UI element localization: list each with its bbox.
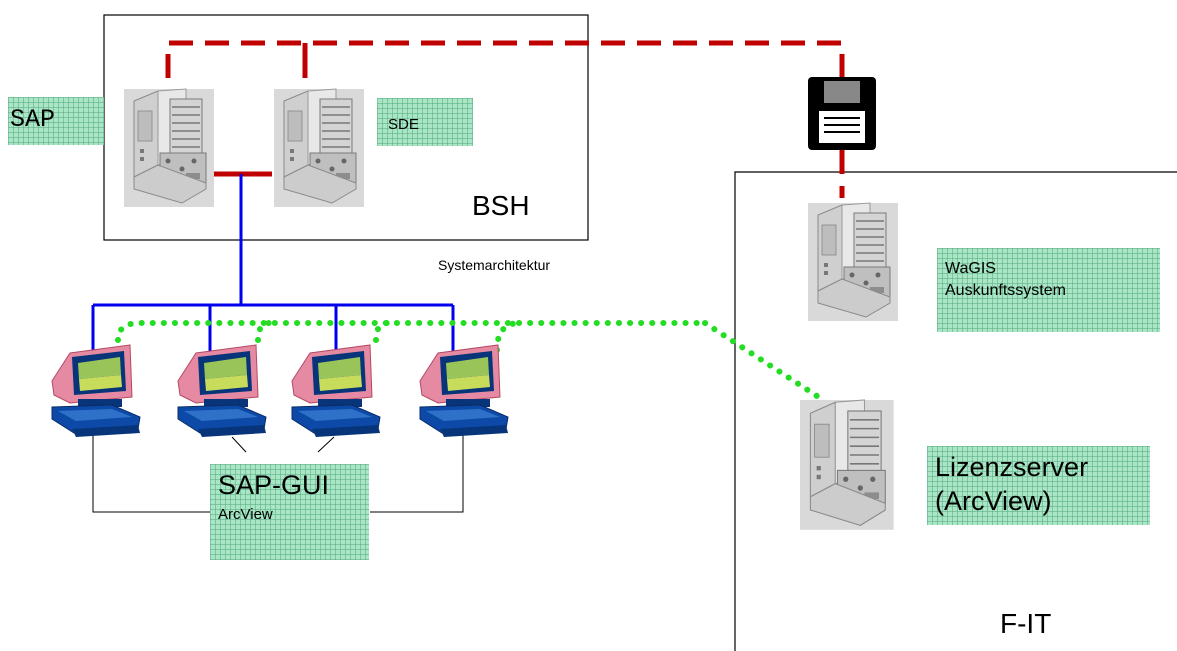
- workstation-2-icon: [177, 344, 267, 438]
- workstation-1-icon: [51, 344, 141, 438]
- workstation-4-icon: [419, 344, 509, 438]
- sde-label: SDE: [388, 116, 419, 133]
- sapgui-connectors: [92, 433, 464, 513]
- wagis-label-box: WaGIS Auskunftssystem: [937, 248, 1160, 332]
- green-dotted-link: [115, 320, 823, 401]
- server-sde-icon: [273, 88, 365, 208]
- systemarchitektur-label: Systemarchitektur: [438, 257, 551, 273]
- wagis-label-line2: Auskunftssystem: [945, 282, 1066, 299]
- bsh-label: BSH: [472, 190, 530, 221]
- wagis-label-line1: WaGIS: [945, 260, 996, 277]
- lizenzserver-label-line1: Lizenzserver: [935, 452, 1089, 482]
- red-dashed-link: [165, 40, 845, 86]
- workstation-3-icon: [291, 344, 381, 438]
- lizenzserver-label-box: Lizenzserver (ArcView): [927, 446, 1150, 525]
- lizenzserver-label-line2: (ArcView): [935, 486, 1052, 516]
- fit-label: F-IT: [1000, 608, 1052, 639]
- sapgui-label-line1: SAP-GUI: [218, 470, 330, 500]
- bsh-frame: [103, 14, 589, 241]
- sde-label-box: SDE: [377, 98, 473, 146]
- server-sap-icon: [123, 88, 215, 208]
- sapgui-label-box: SAP-GUI ArcView: [210, 464, 369, 560]
- fit-frame: [734, 171, 1177, 651]
- server-lizenz-icon: [799, 399, 895, 531]
- sap-label: SAP: [10, 105, 56, 134]
- server-wagis-icon: [807, 202, 899, 322]
- sapgui-label-line2: ArcView: [218, 506, 273, 523]
- floppy-disk-icon: [808, 77, 876, 150]
- sap-label-box: SAP: [8, 97, 104, 145]
